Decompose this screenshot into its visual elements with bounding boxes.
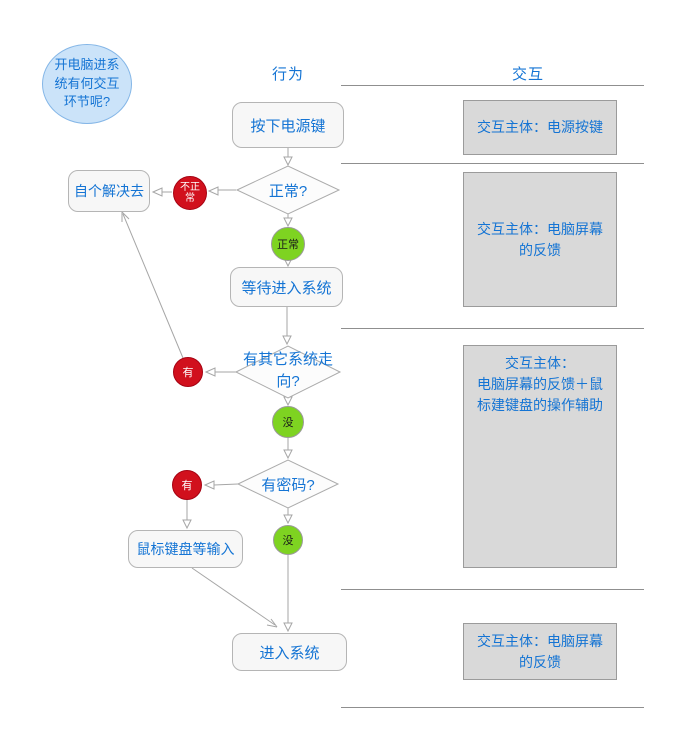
behavior-column-header: 行为: [271, 66, 304, 83]
interaction-panel-screen-feedback: 交互主体：电脑屏幕 的反馈: [463, 172, 617, 307]
arrowhead-v: [270, 618, 278, 628]
badge-no-password: 没: [273, 525, 303, 555]
badge-no-other-os: 没: [272, 406, 304, 438]
process-wait-enter-system: 等待进入系统: [230, 267, 343, 307]
process-enter-system: 进入系统: [232, 633, 347, 671]
process-solve-yourself: 自个解决去: [68, 170, 150, 212]
interaction-column-header: 交互: [511, 66, 544, 83]
connector: [122, 213, 184, 359]
arrowhead: [283, 156, 293, 167]
process-press-power: 按下电源键: [232, 102, 344, 148]
badge-has-other-os: 有: [173, 357, 203, 387]
arrowhead: [283, 217, 293, 228]
interaction-panel-power-button: 交互主体：电源按键: [463, 100, 617, 155]
arrowhead: [283, 514, 293, 525]
decision-other-os-label: 有其它系统走 向?: [242, 351, 333, 390]
arrowhead: [207, 186, 219, 196]
section-dividers: [341, 85, 644, 708]
decision-password-label: 有密码?: [261, 477, 315, 494]
start-question-bubble: 开电脑进系 统有何交互 环节呢?: [42, 44, 132, 124]
decision-diamond-password: [236, 459, 340, 509]
arrowhead: [151, 187, 163, 197]
connector: [213, 483, 239, 486]
badge-has-password: 有: [172, 470, 202, 500]
badge-normal: 正常: [271, 227, 305, 261]
process-mouse-keyboard-input: 鼠标键盘等输入: [128, 530, 243, 568]
interaction-panel-screen-feedback-2: 交互主体：电脑屏幕 的反馈: [463, 623, 617, 680]
arrowhead: [204, 367, 216, 377]
arrowhead-v: [266, 624, 278, 628]
arrowhead: [283, 449, 293, 460]
connector-lines: [121, 148, 289, 628]
arrowhead: [182, 519, 192, 530]
decision-diamond-normal: [235, 165, 341, 215]
decision-diamond-other-os: [234, 345, 342, 399]
arrowhead: [282, 335, 292, 346]
connector: [191, 567, 276, 626]
interaction-panel-screen-and-input: 交互主体： 电脑屏幕的反馈＋鼠 标建键盘的操作辅助: [463, 345, 617, 568]
arrowhead: [203, 480, 215, 490]
arrowhead: [283, 622, 293, 633]
decision-normal-label: 正常?: [268, 183, 308, 200]
arrowhead-v: [121, 211, 130, 220]
badge-abnormal: 不正 常: [173, 176, 207, 210]
decision-diamonds: [234, 165, 342, 509]
